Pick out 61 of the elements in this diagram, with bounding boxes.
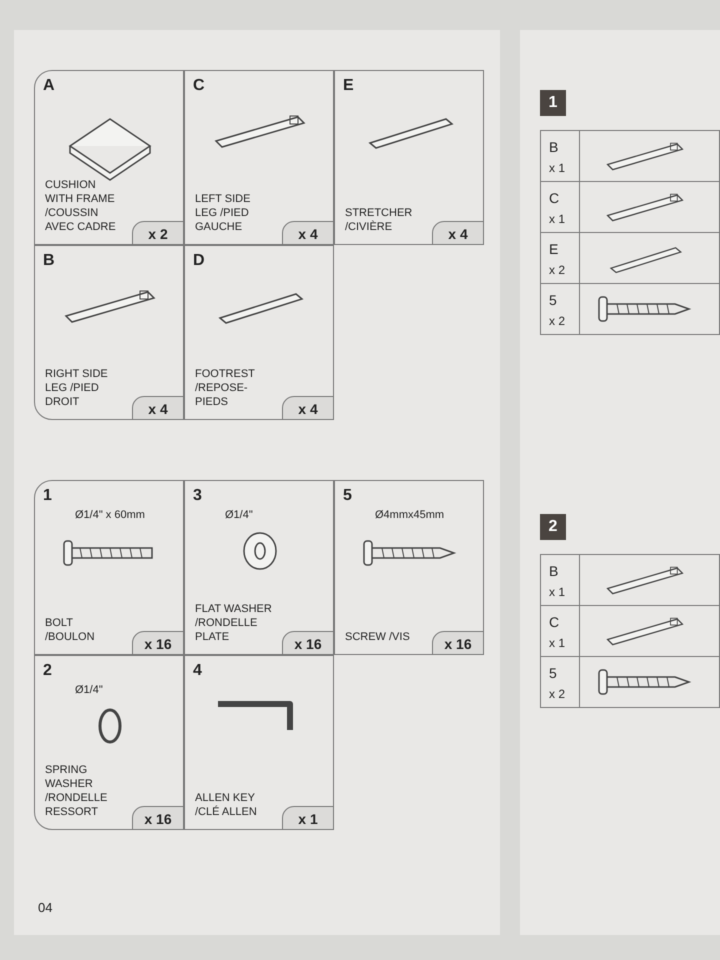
quantity-tag: x 4: [432, 221, 484, 245]
part-number: 5: [343, 487, 352, 505]
part-cell: [334, 70, 484, 245]
part-name: FLAT WASHER /RONDELLE PLATE: [195, 602, 273, 644]
page-number: 04: [38, 900, 52, 915]
part-number: D: [193, 252, 205, 270]
part-letter: 5: [549, 665, 557, 681]
size-label: Ø1/4": [225, 509, 253, 521]
part-number: 3: [193, 487, 202, 505]
part-number: E: [343, 77, 354, 95]
part-cell: [34, 245, 184, 420]
size-label: Ø1/4": [75, 684, 103, 696]
part-cell: [34, 655, 184, 830]
part-letter: B: [549, 139, 558, 155]
part-cell: [334, 480, 484, 655]
part-letter: C: [549, 190, 560, 206]
part-letter: B: [549, 563, 558, 579]
quantity-tag: x 4: [132, 396, 184, 420]
part-number: B: [43, 252, 55, 270]
part-cell: [184, 70, 334, 245]
quantity-tag: x 16: [132, 631, 184, 655]
quantity-label: x 2: [549, 687, 566, 701]
part-letter: C: [549, 614, 560, 630]
part-letter: E: [549, 241, 558, 257]
quantity-label: x 1: [549, 636, 566, 650]
part-cell: [184, 655, 334, 830]
part-name: ALLEN KEY /CLÉ ALLEN: [195, 791, 258, 819]
quantity-label: x 2: [549, 263, 566, 277]
part-number: 1: [43, 487, 52, 505]
quantity-tag: x 1: [282, 806, 334, 830]
part-number: 4: [193, 662, 202, 680]
quantity-label: x 1: [549, 161, 566, 175]
part-name: FOOTREST /REPOSE-PIEDS: [195, 367, 256, 409]
part-name: STRETCHER /CIVIÈRE: [345, 206, 414, 234]
part-cell: [34, 70, 184, 245]
quantity-tag: x 16: [432, 631, 484, 655]
part-cell: [184, 480, 334, 655]
size-label: Ø4mmx45mm: [375, 509, 444, 521]
quantity-tag: x 4: [282, 221, 334, 245]
part-name: CUSHION WITH FRAME /COUSSIN AVEC CADRE: [45, 178, 117, 234]
part-cell: [34, 480, 184, 655]
size-label: Ø1/4" x 60mm: [75, 509, 145, 521]
part-name: BOLT /BOULON: [45, 616, 96, 644]
part-cell: [184, 245, 334, 420]
quantity-tag: x 16: [282, 631, 334, 655]
step-number: 2: [540, 514, 566, 540]
part-number: C: [193, 77, 205, 95]
quantity-label: x 1: [549, 585, 566, 599]
part-name: SCREW /VIS: [345, 630, 411, 644]
part-name: SPRING WASHER /RONDELLE RESSORT: [45, 763, 108, 819]
quantity-tag: x 4: [282, 396, 334, 420]
quantity-label: x 1: [549, 212, 566, 226]
quantity-tag: x 16: [132, 806, 184, 830]
part-letter: 5: [549, 292, 557, 308]
step-number: 1: [540, 90, 566, 116]
quantity-tag: x 2: [132, 221, 184, 245]
part-name: LEFT SIDE LEG /PIED GAUCHE: [195, 192, 252, 234]
part-name: RIGHT SIDE LEG /PIED DROIT: [45, 367, 109, 409]
quantity-label: x 2: [549, 314, 566, 328]
part-number: 2: [43, 662, 52, 680]
part-number: A: [43, 77, 55, 95]
